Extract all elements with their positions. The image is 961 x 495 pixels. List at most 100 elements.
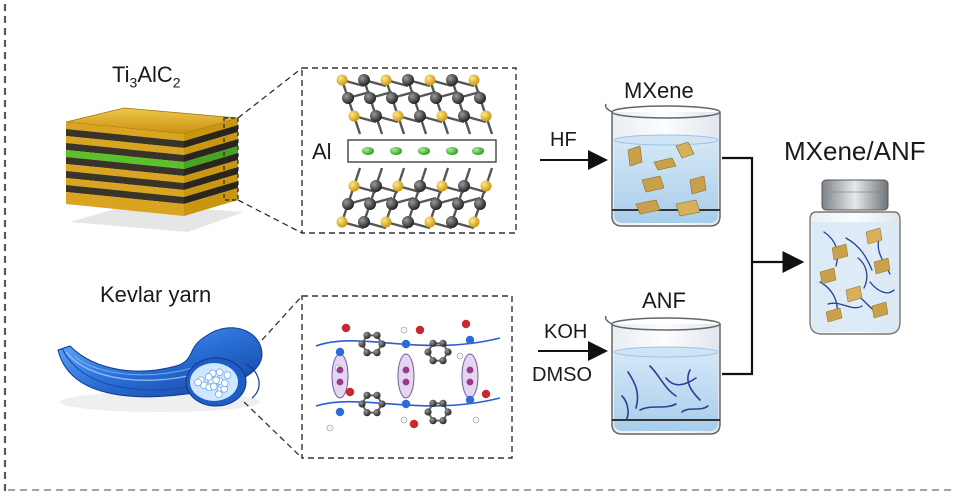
carbon-atom bbox=[373, 331, 381, 339]
oxygen-atom bbox=[345, 387, 355, 397]
atom-dark bbox=[414, 110, 426, 122]
atom-dark bbox=[408, 198, 420, 210]
al-atom bbox=[472, 147, 484, 155]
carbon-atom bbox=[429, 357, 437, 365]
nitrogen-atom bbox=[465, 395, 475, 405]
label-dmso: DMSO bbox=[532, 364, 592, 386]
atom-yellow bbox=[424, 74, 436, 86]
carbon-atom bbox=[363, 331, 371, 339]
label-koh: KOH bbox=[544, 321, 588, 343]
atom-dark bbox=[370, 180, 382, 192]
hydrogen-atom bbox=[472, 416, 480, 424]
hydrogen-atom bbox=[456, 352, 464, 360]
atom-dark bbox=[364, 92, 376, 104]
atom-yellow bbox=[436, 180, 448, 192]
carbon-atom bbox=[439, 399, 447, 407]
carbon-atom bbox=[358, 340, 366, 348]
atom-dark bbox=[358, 74, 370, 86]
label-ti3alc2-sub2: 2 bbox=[172, 74, 181, 91]
nitrogen-atom bbox=[401, 399, 411, 409]
yarn-fiber-ends bbox=[194, 368, 232, 399]
atom-dark bbox=[408, 92, 420, 104]
carbon-atom bbox=[429, 417, 437, 425]
carbon-atom bbox=[439, 357, 447, 365]
yarn-fiber-end bbox=[194, 378, 202, 387]
label-hf: HF bbox=[550, 129, 577, 151]
label-mxene: MXene bbox=[624, 78, 694, 103]
oxygen-atom bbox=[415, 325, 425, 335]
atom-dark bbox=[446, 74, 458, 86]
front-layers bbox=[66, 122, 184, 216]
carbon-atom bbox=[439, 417, 447, 425]
atom-dark bbox=[458, 110, 470, 122]
atom-yellow bbox=[468, 74, 480, 86]
atom-yellow bbox=[380, 74, 392, 86]
atom-yellow bbox=[436, 110, 448, 122]
nitrogen-atom bbox=[335, 407, 345, 417]
bond-atom bbox=[402, 378, 410, 386]
outer-frame bbox=[3, 4, 956, 492]
carbon-atom bbox=[373, 349, 381, 357]
hydrogen-atom bbox=[400, 326, 408, 334]
zoom-lines-bottom bbox=[243, 295, 303, 459]
anf-beaker bbox=[604, 315, 721, 435]
label-al: Al bbox=[312, 139, 332, 164]
atom-dark bbox=[474, 198, 486, 210]
atom-dark bbox=[342, 198, 354, 210]
al-atom bbox=[362, 147, 374, 155]
atom-yellow bbox=[380, 216, 392, 228]
oxygen-atom bbox=[461, 319, 471, 329]
carbon-atom bbox=[439, 339, 447, 347]
al-atoms bbox=[362, 147, 484, 155]
atom-yellow bbox=[468, 216, 480, 228]
bond-atom bbox=[466, 366, 474, 374]
carbon-atom bbox=[363, 409, 371, 417]
carbon-atom bbox=[373, 409, 381, 417]
label-mxene-anf: MXene/ANF bbox=[784, 136, 926, 166]
atom-dark bbox=[446, 216, 458, 228]
label-ti3alc2-ti: Ti bbox=[112, 62, 130, 87]
carbon-atom bbox=[429, 399, 437, 407]
carbon-atom bbox=[363, 349, 371, 357]
carbon-atom bbox=[444, 408, 452, 416]
anf-fibers bbox=[621, 365, 709, 421]
al-atom bbox=[446, 147, 458, 155]
atom-dark bbox=[430, 92, 442, 104]
atom-yellow bbox=[424, 216, 436, 228]
nitrogen-atom bbox=[401, 339, 411, 349]
bond-atom bbox=[336, 378, 344, 386]
yarn-fiber-end bbox=[223, 371, 232, 379]
atom-dark bbox=[452, 198, 464, 210]
carbon-atom bbox=[358, 400, 366, 408]
yarn-fiber-end bbox=[214, 390, 223, 399]
lower-atom-layer bbox=[336, 167, 494, 230]
carbon-atom bbox=[378, 340, 386, 348]
molecule-atoms bbox=[326, 319, 491, 432]
atom-yellow bbox=[348, 110, 360, 122]
al-atom bbox=[418, 147, 430, 155]
kevlar-yarn bbox=[57, 327, 263, 412]
side-layers bbox=[184, 118, 238, 216]
yarn-fiber-end bbox=[220, 379, 229, 387]
nitrogen-atom bbox=[465, 335, 475, 345]
atom-yellow bbox=[392, 180, 404, 192]
label-ti3alc2-sub3: 3 bbox=[129, 74, 138, 91]
mxene-anf-jar bbox=[809, 179, 901, 335]
carbon-atom bbox=[363, 391, 371, 399]
nitrogen-atom bbox=[335, 347, 345, 357]
crystal-structure-inset bbox=[301, 67, 517, 234]
upper-atom-layer bbox=[336, 74, 494, 135]
oxygen-atom bbox=[481, 389, 491, 399]
atom-dark bbox=[364, 198, 376, 210]
zoom-lines-top bbox=[237, 67, 303, 234]
yarn-fiber-end bbox=[215, 368, 224, 377]
mxene-flakes bbox=[627, 141, 707, 217]
label-ti3alc2-alc: AlC bbox=[137, 62, 173, 87]
yarn-fiber-end bbox=[209, 382, 218, 391]
bond-atom bbox=[466, 378, 474, 386]
carbon-atom bbox=[424, 348, 432, 356]
atom-yellow bbox=[480, 180, 492, 192]
carbon-atom bbox=[444, 348, 452, 356]
atom-yellow bbox=[348, 180, 360, 192]
